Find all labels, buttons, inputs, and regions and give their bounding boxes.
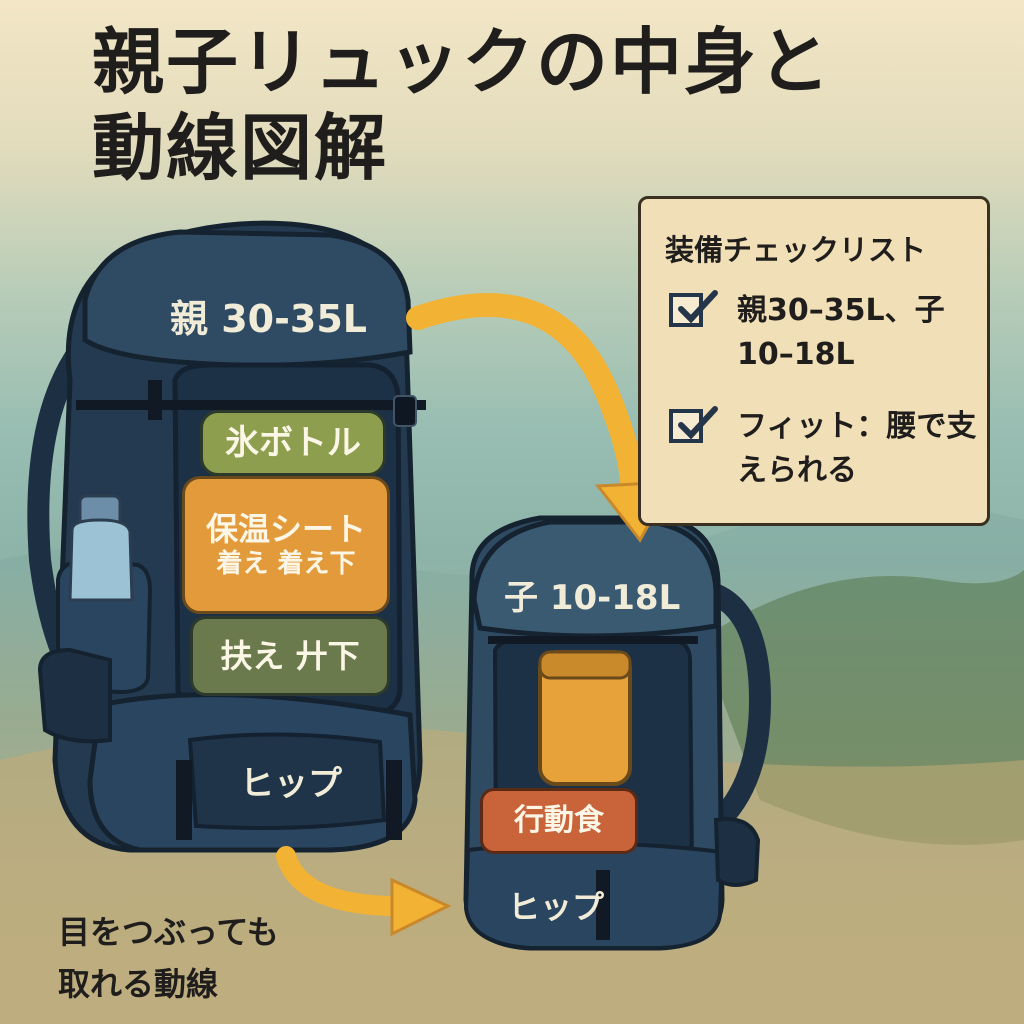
checkbox-checked-icon [669, 290, 718, 327]
parent-hip-label: ヒップ [240, 764, 342, 804]
parent-item-2-label: 保温シート [205, 510, 366, 549]
checkbox-checked-icon [669, 406, 718, 443]
caption-line-1: 目をつぶっても [58, 913, 279, 951]
arrow-head-to-hip [390, 877, 452, 937]
title-line-1: 親子リュックの中身と [92, 20, 833, 104]
caption: 目をつぶっても 取れる動線 [58, 906, 279, 1010]
checklist-item-text: 親30–35L、子10–18L [737, 293, 945, 372]
parent-item-1-label: 氷ボトル [225, 422, 361, 463]
parent-item-2: 保温シート 着え 着え下 [182, 476, 390, 614]
parent-item-1: 氷ボトル [200, 410, 386, 476]
title-line-2: 動線図解 [92, 106, 389, 190]
checklist-title: 装備チェックリスト [665, 233, 927, 267]
child-item-1-label: 行動食 [514, 803, 604, 838]
checkmark-icon [678, 406, 718, 440]
checkmark-icon [678, 290, 718, 324]
child-item-1: 行動食 [480, 788, 638, 854]
parent-item-3: 扶え 廾下 [190, 616, 390, 696]
checklist-item-text: フィット：腰で支えられる [737, 409, 977, 488]
child-hip-label: ヒップ [508, 888, 605, 926]
parent-item-2-sublabel: 着え 着え下 [216, 548, 356, 579]
parent-item-3-label: 扶え 廾下 [220, 636, 360, 675]
child-pack-label: 子 10-18L [504, 578, 681, 618]
caption-line-2: 取れる動線 [58, 965, 219, 1003]
checklist-panel: 装備チェックリスト 親30–35L、子10–18L フィット：腰で支えられる [638, 196, 990, 526]
parent-pack-label: 親 30-35L [170, 297, 367, 341]
